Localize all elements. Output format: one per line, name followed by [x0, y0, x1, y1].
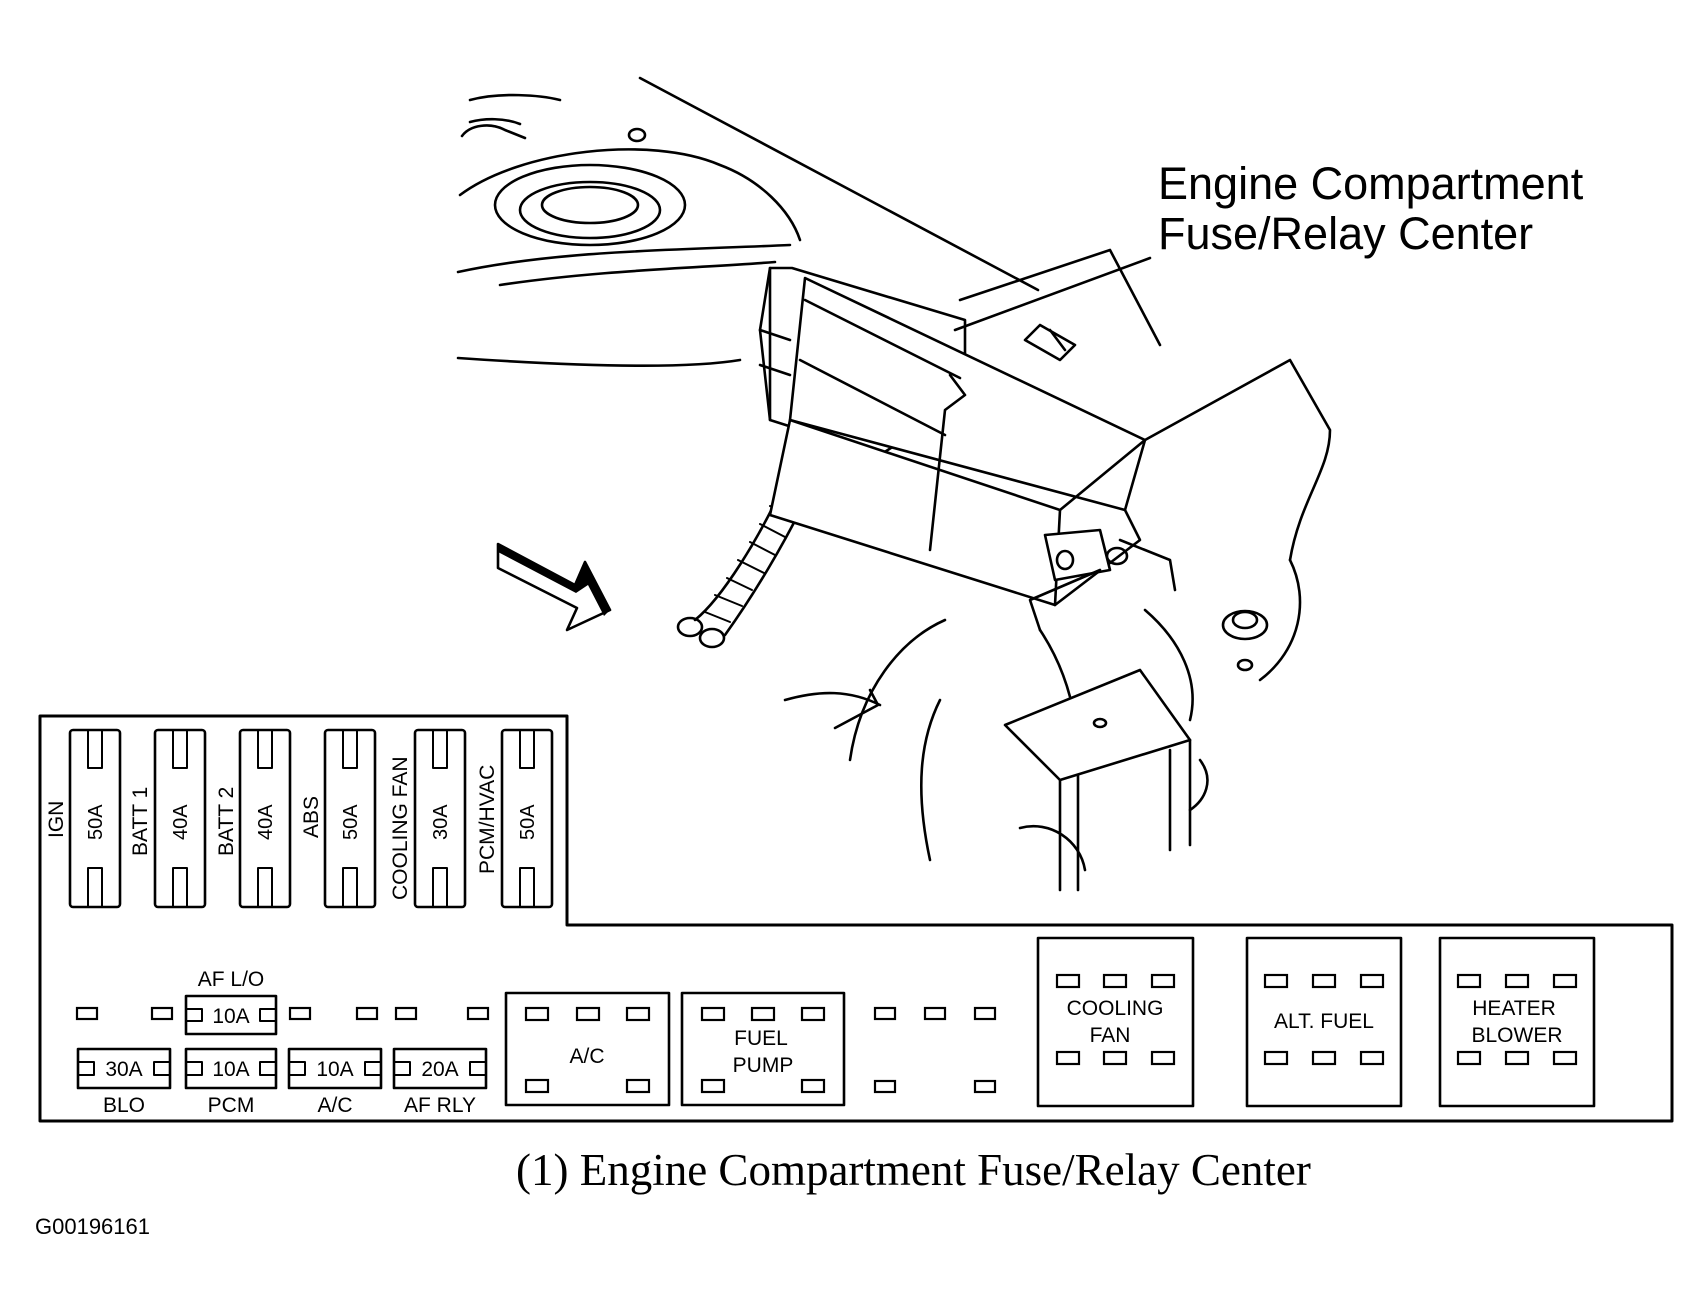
- panel-outline: [38, 714, 1674, 1123]
- relay-label: ALT. FUEL: [1274, 1010, 1374, 1033]
- maxi-fuse-row: 50A IGN 40A BATT 1 40A BATT 2: [45, 728, 554, 909]
- relay-label-line-1: FUEL: [734, 1027, 788, 1050]
- relay-label-line-2: PUMP: [733, 1054, 794, 1077]
- maxi-fuse-name: IGN: [45, 801, 68, 838]
- callout-line-1: Engine Compartment: [1158, 158, 1584, 209]
- empty-fuse-cavities: [75, 1006, 997, 1094]
- maxi-fuse-cooling-fan: 30A COOLING FAN: [389, 728, 467, 909]
- mini-fuse-ac: 10A A/C: [287, 1047, 383, 1117]
- maxi-fuse-rating: 40A: [170, 804, 192, 840]
- mini-fuse-rating: 10A: [212, 1058, 249, 1081]
- fuse-relay-panel: 50A IGN 40A BATT 1 40A BATT 2: [38, 714, 1674, 1123]
- maxi-fuse-rating: 40A: [255, 804, 277, 840]
- mini-fuse-label: PCM: [208, 1094, 255, 1117]
- maxi-fuse-rating: 50A: [340, 804, 362, 840]
- callout-label: Engine Compartment Fuse/Relay Center: [953, 158, 1584, 332]
- maxi-fuse-pcm-hvac: 50A PCM/HVAC: [476, 728, 554, 909]
- relay-label-line-1: COOLING: [1067, 997, 1164, 1020]
- relay-label-line-1: HEATER: [1472, 997, 1556, 1020]
- maxi-fuse-rating: 50A: [517, 804, 539, 840]
- maxi-fuse-name: BATT 1: [129, 787, 152, 856]
- relay-alt-fuel: ALT. FUEL: [1245, 936, 1403, 1108]
- callout-line-2: Fuse/Relay Center: [1158, 208, 1533, 259]
- figure-caption: (1) Engine Compartment Fuse/Relay Center: [516, 1145, 1311, 1195]
- maxi-fuse-name: BATT 2: [215, 787, 238, 856]
- mini-fuse-rating: 10A: [316, 1058, 353, 1081]
- mini-fuse-label: A/C: [317, 1094, 352, 1117]
- mini-fuse-label: AF L/O: [198, 968, 265, 991]
- callout-leader-line: [953, 256, 1152, 332]
- relay-label-line-2: BLOWER: [1471, 1024, 1562, 1047]
- maxi-fuse-rating: 50A: [85, 804, 107, 840]
- maxi-fuse-name: PCM/HVAC: [476, 765, 499, 874]
- mini-fuse-label: AF RLY: [404, 1094, 476, 1117]
- mini-fuse-pcm: 10A PCM: [184, 1047, 278, 1117]
- figure-id: G00196161: [35, 1214, 150, 1239]
- maxi-fuse-abs: 50A ABS: [300, 728, 377, 909]
- mini-fuse-label: BLO: [103, 1094, 145, 1117]
- relay-cooling-fan: COOLING FAN: [1036, 936, 1195, 1108]
- maxi-fuse-batt-2: 40A BATT 2: [215, 728, 292, 909]
- mini-fuse-af-lo: AF L/O 10A: [184, 968, 278, 1036]
- mini-fuse-rating: 10A: [212, 1005, 249, 1028]
- relay-fuel-pump: FUEL PUMP: [680, 991, 846, 1107]
- maxi-fuse-batt-1: 40A BATT 1: [129, 728, 207, 909]
- relay-label: A/C: [569, 1045, 604, 1068]
- maxi-fuse-name: ABS: [300, 796, 323, 838]
- mini-fuse-rating: 30A: [105, 1058, 142, 1081]
- mini-fuse-blo: 30A BLO: [76, 1047, 172, 1117]
- engine-compartment-illustration: [456, 76, 1332, 892]
- relay-ac: A/C: [504, 991, 671, 1107]
- mini-fuse-af-rly: 20A AF RLY: [392, 1047, 488, 1117]
- maxi-fuse-rating: 30A: [430, 804, 452, 840]
- mini-fuse-rating: 20A: [421, 1058, 458, 1081]
- maxi-fuse-name: COOLING FAN: [389, 756, 412, 900]
- relay-label-line-2: FAN: [1090, 1024, 1131, 1047]
- maxi-fuse-ign: 50A IGN: [45, 728, 122, 909]
- relay-heater-blower: HEATER BLOWER: [1438, 936, 1596, 1108]
